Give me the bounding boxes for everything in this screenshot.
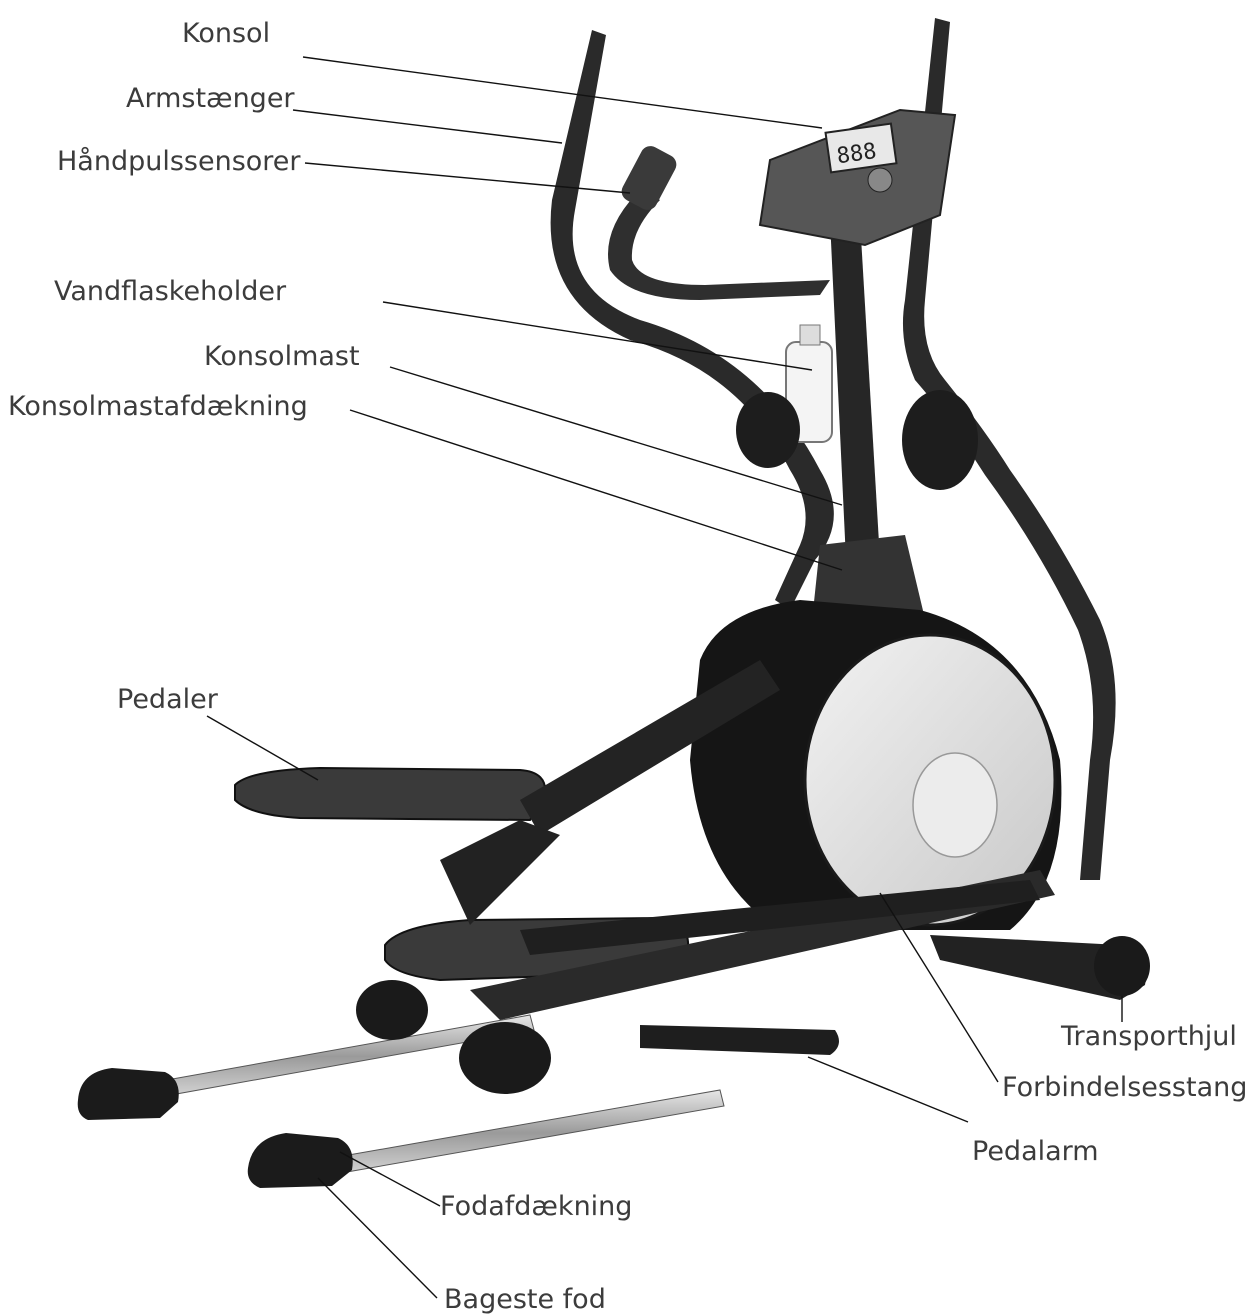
label-armstaenger: Armstænger <box>126 83 295 114</box>
console-dial <box>868 168 892 192</box>
label-transporthjul: Transporthjul <box>1060 1021 1237 1052</box>
rear-stabilizer <box>640 1025 839 1055</box>
flywheel-hub <box>913 753 997 857</box>
arm-handle-left-shape <box>551 30 834 610</box>
transport-wheel <box>1094 936 1150 996</box>
label-konsolmastafdaekning: Konsolmastafdækning <box>8 391 308 422</box>
label-konsol: Konsol <box>182 18 270 49</box>
label-bageste-fod: Bageste fod <box>444 1284 606 1315</box>
label-fodafdaekning: Fodafdækning <box>440 1191 632 1222</box>
pedal-upper <box>235 768 545 820</box>
leader-pedaler <box>207 716 318 780</box>
rear-foot-right <box>248 1133 353 1188</box>
leader-konsol <box>303 57 822 128</box>
pulse-sensor-shape <box>618 143 680 214</box>
label-pedalarm: Pedalarm <box>972 1136 1099 1167</box>
pedal-support-leg <box>440 820 560 925</box>
pivot-left <box>736 392 800 468</box>
roller-right <box>459 1022 551 1094</box>
rail-right <box>320 1090 724 1176</box>
label-konsolmast: Konsolmast <box>204 341 360 372</box>
rear-foot-left <box>78 1068 179 1120</box>
label-vandflaskeholder: Vandflaskeholder <box>54 276 287 307</box>
label-haandpulssensorer: Håndpulssensorer <box>57 146 301 177</box>
pivot-right <box>902 390 978 490</box>
label-forbindelsesstang: Forbindelsesstang <box>1002 1072 1247 1103</box>
leader-pedalarm <box>808 1057 968 1122</box>
label-pedaler: Pedaler <box>117 684 219 715</box>
roller-left <box>356 980 428 1040</box>
leader-bageste-fod <box>318 1178 437 1298</box>
console-mast-shape <box>830 220 880 560</box>
leader-armstaenger <box>293 110 562 143</box>
machine-illustration: 888 <box>78 18 1150 1188</box>
